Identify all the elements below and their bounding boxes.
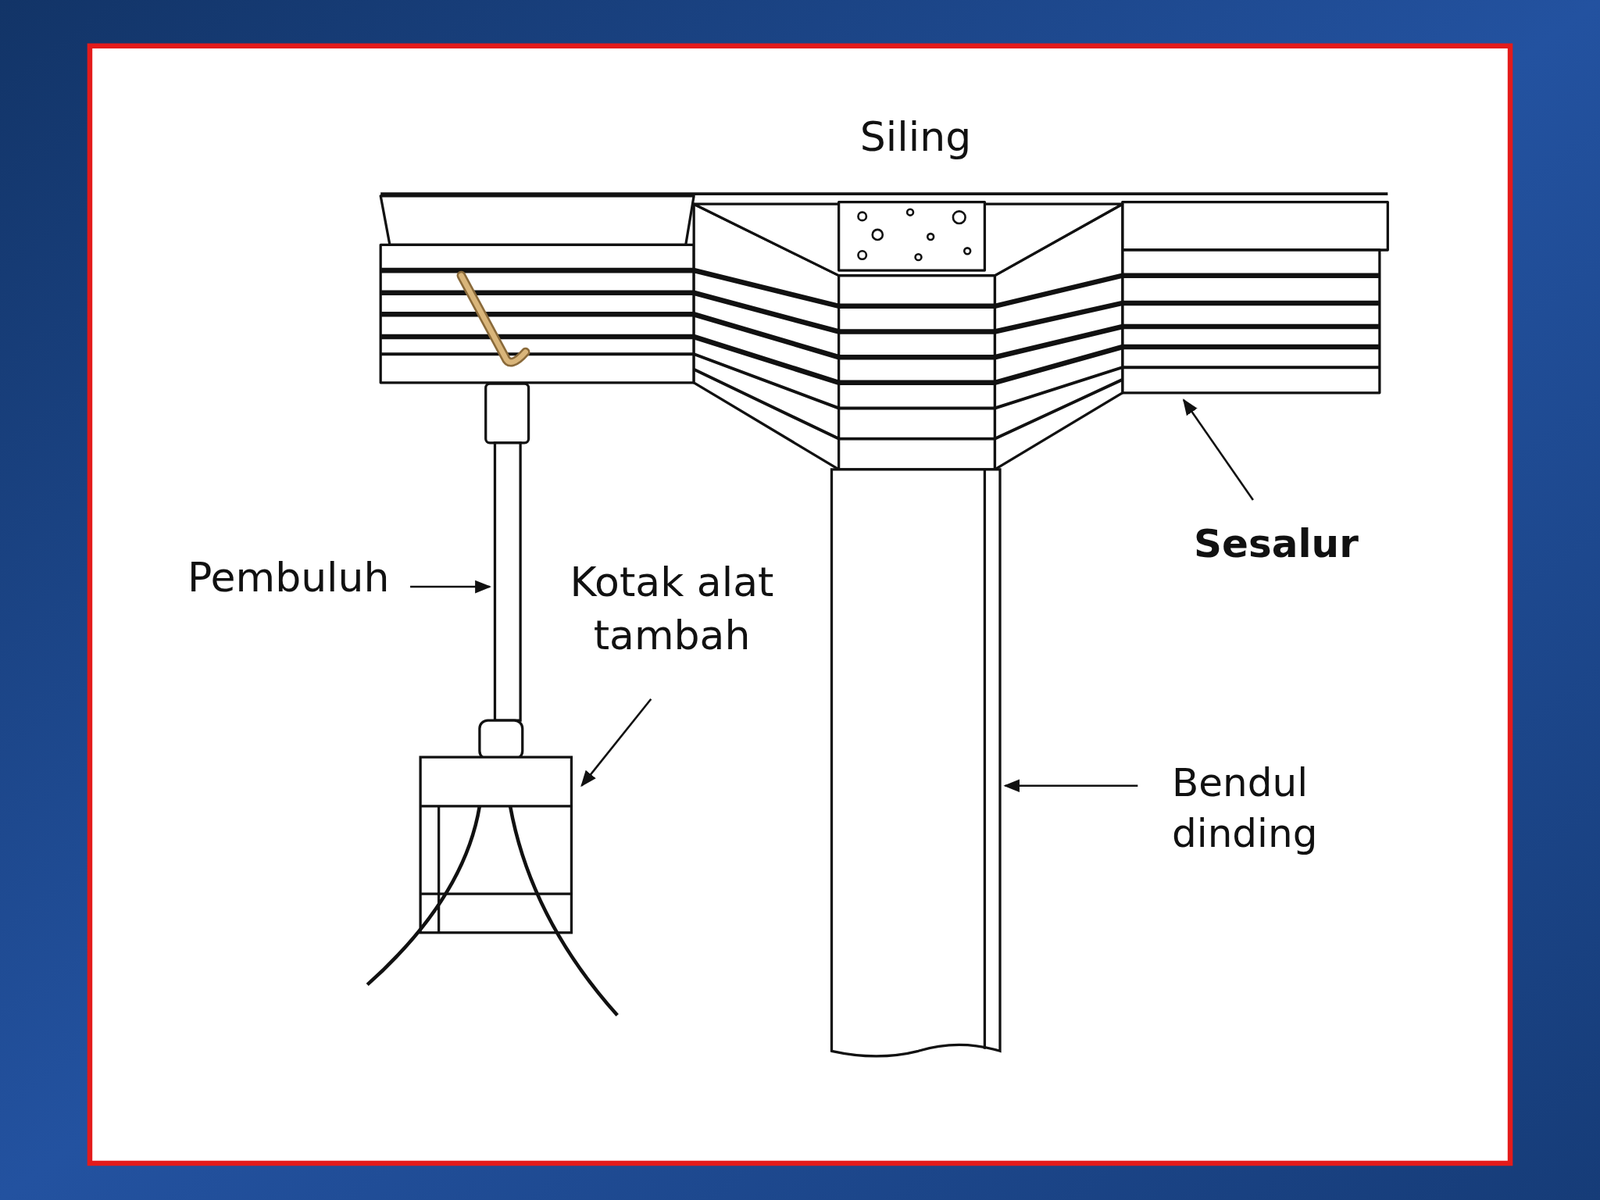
ceiling-label: Siling: [837, 110, 994, 165]
trunking-label: Sesalur: [1193, 518, 1397, 570]
leader-lines: [410, 400, 1254, 786]
wire-in-trunking: [460, 275, 525, 363]
trunking-top: [1122, 202, 1389, 250]
leader-line: [581, 699, 651, 786]
leader-line: [1005, 784, 1139, 787]
wall-pillar: [831, 469, 1000, 1057]
concrete-block: [839, 202, 986, 272]
conduit-label: Pembuluh: [187, 551, 422, 605]
box-label: Kotak alat tambah: [539, 556, 805, 662]
trunking-top: [380, 196, 694, 246]
accessory-box: [420, 757, 572, 933]
trunking-ridges: [380, 270, 1380, 440]
cable: [367, 806, 618, 1016]
wall-label: Bendul dinding: [1171, 757, 1360, 860]
trunking-front: [1122, 250, 1380, 393]
frame: [89, 46, 1511, 1164]
ceiling-line: [380, 192, 1388, 196]
concrete-dots: [857, 209, 971, 261]
leader-line: [1183, 400, 1254, 500]
leader-line: [410, 585, 490, 589]
trunking: [380, 193, 1388, 470]
conduit: [479, 383, 529, 760]
